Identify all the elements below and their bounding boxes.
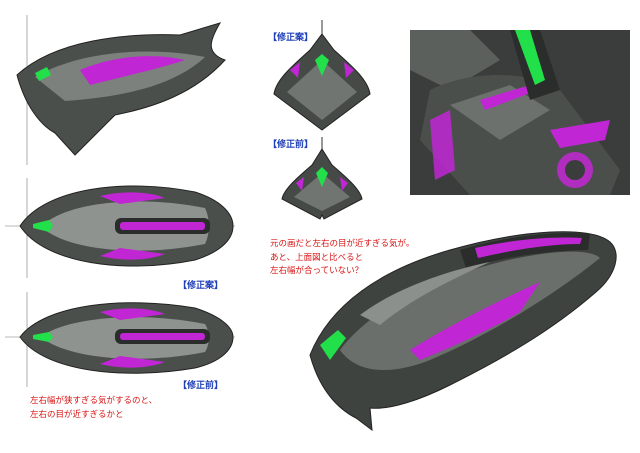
side-label-before: 【修正前】 [178,381,224,391]
bottom-note-line-2: 左右の目が近すぎるかと [30,409,124,420]
top-label-before: 【修正前】 [268,140,314,150]
center-note-line-1: 元の画だと左右の目が近すぎる気が。 [270,239,415,249]
closeup-render [410,30,630,195]
top-view-before-sketch [5,292,235,387]
side-view-top-sketch [16,15,226,165]
center-note-line-2: あと、上面図と比べると [270,252,364,263]
bottom-note-line-1: 左右幅が狭すぎる気がするのと、 [30,396,158,406]
main-render [309,231,617,432]
front-view-before-sketch [281,137,363,220]
bottom-note: 左右幅が狭すぎる気がするのと、 左右の目が近すぎるかと [30,395,157,422]
front-view-revised-sketch [273,20,371,131]
center-note-line-3: 左右幅が合っていない？ [270,266,364,276]
side-label-revised: 【修正案】 [178,281,224,291]
top-label-revised: 【修正案】 [268,33,314,43]
top-view-revised-sketch [5,178,235,278]
center-note: 元の画だと左右の目が近すぎる気が。 あと、上面図と比べると 左右幅が合っていない… [270,238,414,279]
